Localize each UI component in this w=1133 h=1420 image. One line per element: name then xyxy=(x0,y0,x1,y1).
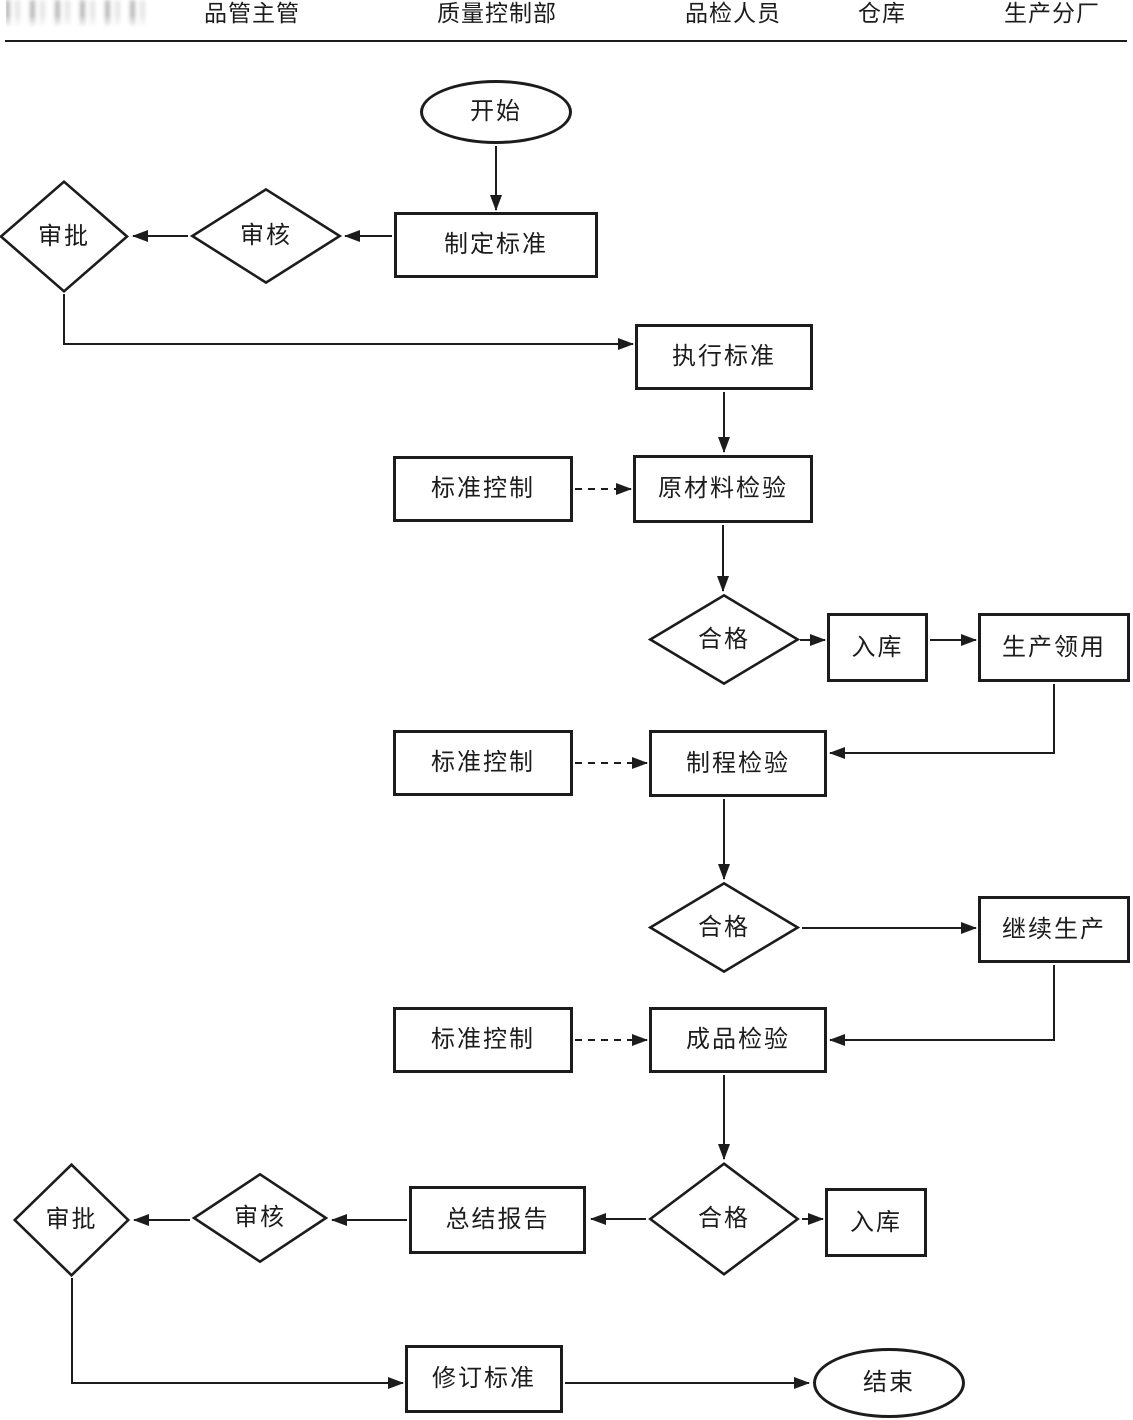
qualified-2-label: 合格 xyxy=(698,914,750,941)
standard-control-1-node: 标准控制 xyxy=(393,456,573,522)
standard-control-2-label: 标准控制 xyxy=(431,750,535,776)
warehouse-in-1-label: 入库 xyxy=(851,634,904,661)
edge-continue-finished xyxy=(829,965,1055,1046)
qualified-1-node: 合格 xyxy=(648,594,800,685)
qualified-3-node: 合格 xyxy=(648,1162,800,1276)
warehouse-in-2-node: 入库 xyxy=(825,1188,927,1257)
lane-header-inspection-staff: 品检人员 xyxy=(685,1,781,26)
edge-production-use-process xyxy=(829,684,1055,759)
review-bottom-node: 审核 xyxy=(192,1173,328,1263)
start-node: 开始 xyxy=(420,80,572,144)
summary-report-label: 总结报告 xyxy=(445,1207,550,1233)
lane-header-quality-supervisor: 品管主管 xyxy=(204,1,300,26)
standard-control-3-node: 标准控制 xyxy=(393,1007,573,1073)
header-divider xyxy=(5,40,1127,42)
approve-bottom-node: 审批 xyxy=(13,1163,130,1277)
execute-standard-label: 执行标准 xyxy=(672,344,776,370)
approve-top-node: 审批 xyxy=(0,180,129,293)
process-inspection-node: 制程检验 xyxy=(649,730,827,797)
warehouse-in-2-label: 入库 xyxy=(850,1209,902,1236)
qualified-3-label: 合格 xyxy=(698,1206,750,1232)
continue-production-label: 继续生产 xyxy=(1002,916,1106,943)
edge-approve-revise xyxy=(71,1278,404,1389)
warehouse-in-1-node: 入库 xyxy=(827,613,928,682)
standard-control-1-label: 标准控制 xyxy=(431,476,535,502)
lane-header-warehouse: 仓库 xyxy=(858,1,906,26)
raw-material-inspection-label: 原材料检验 xyxy=(658,476,788,502)
process-inspection-label: 制程检验 xyxy=(686,750,790,777)
finished-inspection-label: 成品检验 xyxy=(686,1027,790,1053)
standard-control-2-node: 标准控制 xyxy=(393,730,573,796)
revise-standard-label: 修订标准 xyxy=(432,1366,536,1392)
standard-control-3-label: 标准控制 xyxy=(431,1027,535,1053)
finished-inspection-node: 成品检验 xyxy=(649,1007,827,1073)
review-bottom-label: 审核 xyxy=(234,1205,286,1231)
illegible-header-smudge xyxy=(6,0,156,28)
lane-header-quality-control-dept: 质量控制部 xyxy=(437,1,557,26)
end-label: 结束 xyxy=(863,1370,915,1396)
production-use-label: 生产领用 xyxy=(1002,634,1106,661)
lane-header-production-branch: 生产分厂 xyxy=(1004,1,1100,26)
approve-bottom-label: 审批 xyxy=(45,1207,98,1233)
raw-material-inspection-node: 原材料检验 xyxy=(633,455,813,523)
review-top-node: 审核 xyxy=(190,188,342,284)
continue-production-node: 继续生产 xyxy=(978,896,1130,963)
approve-top-label: 审批 xyxy=(38,223,90,250)
qualified-1-label: 合格 xyxy=(698,626,750,653)
review-top-label: 审核 xyxy=(240,223,292,249)
qualified-2-node: 合格 xyxy=(648,882,800,973)
make-standard-node: 制定标准 xyxy=(394,212,598,278)
start-label: 开始 xyxy=(470,99,522,125)
end-node: 结束 xyxy=(813,1348,965,1418)
revise-standard-node: 修订标准 xyxy=(405,1345,563,1413)
edge-approve-execute xyxy=(63,294,634,350)
production-use-node: 生产领用 xyxy=(978,613,1130,682)
make-standard-label: 制定标准 xyxy=(444,232,548,258)
summary-report-node: 总结报告 xyxy=(409,1186,586,1254)
execute-standard-node: 执行标准 xyxy=(635,324,813,390)
